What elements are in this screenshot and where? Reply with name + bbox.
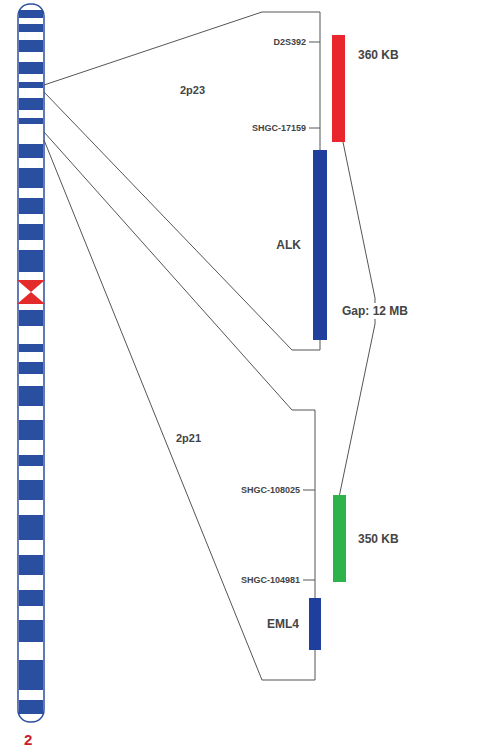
bracket-line bbox=[262, 12, 320, 13]
chromosome-band bbox=[19, 386, 43, 406]
marker-name: SHGC-108025 bbox=[241, 484, 300, 496]
bar-label: 360 KB bbox=[358, 48, 399, 62]
chromosome-band bbox=[19, 40, 43, 52]
marker-tick bbox=[309, 42, 320, 43]
chromosome-band bbox=[19, 700, 43, 714]
bracket-line bbox=[292, 350, 320, 351]
centromere bbox=[17, 280, 45, 292]
probe-bar: 360 KB bbox=[332, 35, 345, 142]
marker-tick bbox=[303, 490, 315, 491]
marker-name: SHGC-17159 bbox=[252, 122, 306, 134]
bar-label: ALK bbox=[276, 238, 301, 252]
chromosome-band bbox=[19, 224, 43, 240]
bar-label: EML4 bbox=[267, 617, 299, 631]
chromosome-band bbox=[19, 62, 43, 74]
gene-bar: EML4 bbox=[309, 598, 321, 650]
band-group bbox=[17, 4, 45, 722]
bracket-line bbox=[292, 410, 315, 411]
band-label: 2p21 bbox=[176, 431, 201, 445]
marker-tick bbox=[303, 580, 315, 581]
chromosome-band bbox=[19, 660, 43, 690]
chromosome-band bbox=[19, 82, 43, 88]
chromosome-band bbox=[19, 515, 43, 540]
chromosome-band bbox=[19, 310, 43, 326]
chromosome-band bbox=[19, 420, 43, 440]
chromosome-band bbox=[19, 590, 43, 606]
chromosome-band bbox=[19, 118, 43, 124]
gap-label: Gap: 12 MB bbox=[339, 303, 411, 319]
zoom-line bbox=[44, 140, 262, 680]
band-label: 2p23 bbox=[180, 83, 205, 97]
chromosome-band bbox=[19, 362, 43, 374]
chromosome-band bbox=[19, 250, 43, 272]
zoom-line bbox=[44, 132, 292, 410]
marker-name: SHGC-104981 bbox=[241, 574, 300, 586]
zoom-line bbox=[44, 12, 262, 85]
chromosome-outline bbox=[18, 4, 44, 722]
marker-name: D2S392 bbox=[273, 36, 306, 48]
probe-bar: 350 KB bbox=[333, 495, 346, 582]
chromosome-number: 2 bbox=[24, 731, 32, 749]
chromosome-band bbox=[19, 198, 43, 214]
chromosome-band bbox=[19, 555, 43, 575]
chromosome-band bbox=[19, 455, 43, 466]
marker-tick bbox=[309, 128, 320, 129]
chromosome-band bbox=[19, 620, 43, 642]
chromosome-band bbox=[19, 24, 43, 32]
chromosome-band bbox=[19, 480, 43, 500]
zoom-lines bbox=[44, 12, 320, 680]
chromosome-band bbox=[19, 344, 43, 352]
chromosome-band bbox=[19, 144, 43, 158]
bracket-line bbox=[262, 680, 315, 681]
gene-bar: ALK bbox=[313, 150, 327, 340]
chromosome-band bbox=[19, 10, 43, 18]
chromosome-band bbox=[19, 168, 43, 188]
bar-label: 350 KB bbox=[358, 532, 399, 546]
chromosome-band bbox=[19, 98, 43, 110]
centromere bbox=[17, 292, 45, 304]
